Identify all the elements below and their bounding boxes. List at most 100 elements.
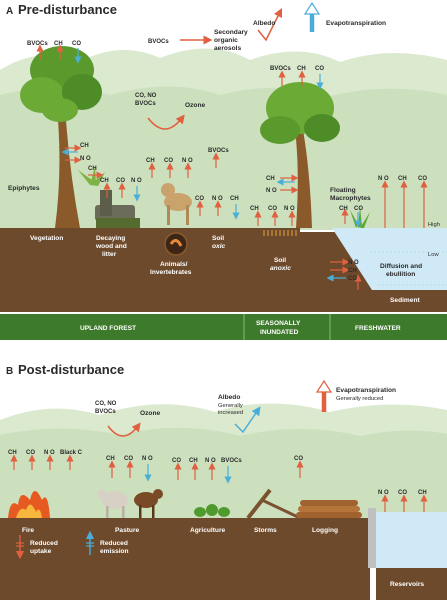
reservoir-gas-3: CH [418, 490, 427, 496]
crops-illustration [194, 504, 230, 517]
albedo-note-2: increased [218, 410, 243, 416]
agri-gas-2: CH [189, 458, 198, 464]
invertebrate-burrow [164, 232, 188, 256]
sediment-gas-3: CO [348, 276, 357, 282]
soil-anoxic-line-1: Soil [274, 257, 286, 264]
hill-front-b [0, 427, 447, 520]
oxic-label: oxic [212, 243, 226, 250]
legend-reduced-emission [85, 530, 95, 555]
zone-seasonal-1: SEASONALLY [256, 320, 301, 327]
anoxic-hatch [263, 230, 297, 236]
ozone-b-precursor-2: BVOCs [95, 409, 116, 415]
reservoir-gas-1: N O [378, 490, 389, 496]
animals-line-2: Invertebrates [150, 269, 192, 276]
floating-line-1: Floating [330, 187, 356, 194]
canopy-gas-3: CO [72, 41, 81, 47]
right-stem-gas-2: N O [266, 188, 277, 194]
decaying-line-2: wood and [95, 243, 127, 250]
panel-a-letter: A [6, 6, 13, 17]
fire-gas-1: CH [8, 450, 17, 456]
log-pile-illustration [296, 500, 362, 518]
cows-illustration [97, 489, 163, 518]
right-canopy-gas-2: CH [297, 66, 306, 72]
pasture-label: Pasture [115, 527, 140, 534]
right-soil-gas-3: N O [284, 206, 295, 212]
aerosol-line-2: organic [214, 37, 238, 44]
fire-illustration [8, 491, 50, 518]
right-canopy-gas-1: BVOCs [270, 66, 291, 72]
panel-b-labels: B Post-disturbance Albedo Generally incr… [6, 362, 427, 588]
aerosol-line-3: aerosols [214, 45, 241, 52]
panel-b-letter: B [6, 366, 13, 377]
ground-b [0, 518, 370, 600]
tree-left [20, 46, 102, 228]
fire-gas-2: CO [26, 450, 35, 456]
soil-gas-2: N O [212, 196, 223, 202]
storms-label: Storms [254, 527, 277, 534]
right-stem-gas-1: CH [266, 176, 275, 182]
water-gas-1: N O [378, 176, 389, 182]
soil-gas-1: CO [195, 196, 204, 202]
reservoir-water [376, 512, 447, 568]
animal-gas-1: CH [146, 158, 155, 164]
panel-b: B Post-disturbance Albedo Generally incr… [0, 362, 447, 600]
panel-a: A Pre-disturbance Albedo Evapotranspirat… [0, 1, 447, 340]
fire-label: Fire [22, 527, 34, 534]
panel-b-title: Post-disturbance [18, 362, 124, 377]
ozone-b-precursor-1: CO, NO [95, 401, 117, 407]
panel-a-title: Pre-disturbance [18, 2, 117, 17]
reservoirs-label: Reservoirs [390, 581, 424, 588]
water-body [332, 228, 447, 290]
decaying-line-1: Decaying [96, 235, 125, 242]
high-label: High [428, 222, 440, 228]
reservoir-gas-2: CO [398, 490, 407, 496]
animal-gas-2: CO [164, 158, 173, 164]
flux-arrows-a [36, 44, 428, 290]
bvocs-mid-label: BVOCs [208, 148, 229, 154]
wood-gas-2: CO [116, 178, 125, 184]
ozone-precursor-2: BVOCs [135, 101, 156, 107]
canopy-gas-2: CH [54, 41, 63, 47]
floating-gas-1: CH [339, 206, 348, 212]
right-soil-gas-2: CO [268, 206, 277, 212]
albedo-label: Albedo [253, 20, 275, 27]
right-canopy-gas-3: CO [315, 66, 324, 72]
stem-gas-1: CH [80, 143, 89, 149]
animal-gas-3: N O [182, 158, 193, 164]
decaying-log [95, 190, 140, 228]
ground-upland [0, 228, 447, 312]
bvocs-aerosol-label: BVOCs [148, 39, 169, 45]
albedo-b-label: Albedo [218, 394, 240, 401]
legend-emission-1: Reduced [100, 540, 128, 547]
evapotranspiration-b-label: Evapotranspiration [336, 387, 396, 394]
epiphyte-gas: CH [88, 166, 97, 172]
logging-label: Logging [312, 527, 338, 534]
animals-line-1: Animals/ [160, 261, 188, 268]
decaying-line-3: litter [102, 251, 117, 258]
agri-gas-4: BVOCs [221, 458, 242, 464]
fire-gas-4: Black C [60, 450, 83, 456]
sediment-gas-1: N O [348, 260, 359, 266]
legend-uptake-2: uptake [30, 548, 52, 555]
pasture-gas-1: CH [106, 456, 115, 462]
fallen-tree-illustration [246, 488, 301, 520]
evap-note: Generally reduced [336, 396, 383, 402]
ozone-label: Ozone [185, 102, 205, 109]
panel-a-labels: A Pre-disturbance Albedo Evapotranspirat… [6, 2, 440, 336]
albedo-note-1: Generally [218, 403, 243, 409]
reservoir-wall [368, 508, 376, 568]
pasture-gas-2: CO [124, 456, 133, 462]
legend-uptake-1: Reduced [30, 540, 58, 547]
flux-arrows-b [10, 454, 428, 512]
animal-puma [161, 183, 192, 225]
sediment-gas-2: CH [348, 268, 357, 274]
agri-gas-1: CO [172, 458, 181, 464]
legend-emission-2: emission [100, 548, 129, 555]
zone-strip [0, 314, 447, 340]
pasture-gas-3: N O [142, 456, 153, 462]
vegetation-label: Vegetation [30, 235, 63, 242]
soil-oxic-label: Soil [212, 235, 224, 242]
right-soil-gas-1: CH [250, 206, 259, 212]
evapotranspiration-label: Evapotranspiration [326, 20, 386, 27]
